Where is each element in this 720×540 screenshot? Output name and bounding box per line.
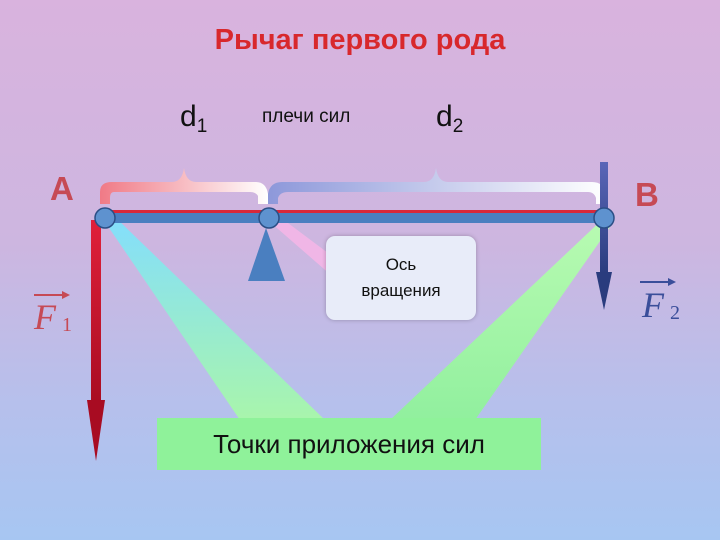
- shoulder-d1-brace: [100, 168, 268, 204]
- point-a-label: A: [50, 170, 74, 207]
- force-arrow-2-head: [596, 272, 612, 310]
- application-beam-left: [105, 216, 325, 420]
- shoulder-d2-label: d2: [436, 100, 464, 137]
- axis-label-line-2: вращения: [361, 281, 441, 300]
- shoulder-d1-label: d1: [180, 100, 208, 137]
- point-b-marker: [593, 207, 615, 229]
- force-arrow-1-shaft: [91, 220, 101, 404]
- axis-label-line-1: Ось: [385, 255, 417, 274]
- slide-title: Рычаг первого рода: [214, 24, 506, 56]
- shoulders-label: плечи сил: [262, 106, 351, 127]
- shoulder-d2-brace: [268, 168, 606, 204]
- force-1-vector-arrow: [34, 291, 70, 299]
- lever-bar: [104, 211, 608, 223]
- force-arrow-1-head: [87, 400, 105, 461]
- point-a-marker: [94, 207, 116, 229]
- application-beam-right: [390, 216, 612, 420]
- lever-top-line: [104, 210, 608, 213]
- pivot-callout-pointer: [270, 214, 340, 276]
- point-b-label: B: [635, 176, 659, 213]
- application-points-callout: Точки приложения сил: [157, 418, 541, 470]
- force-2-vector-arrow: [640, 278, 676, 286]
- application-points-label: Точки приложения сил: [213, 428, 485, 459]
- pivot-triangle: [248, 228, 285, 281]
- rotation-axis-callout: Ось вращения: [326, 236, 476, 320]
- pivot-point-marker: [258, 207, 280, 229]
